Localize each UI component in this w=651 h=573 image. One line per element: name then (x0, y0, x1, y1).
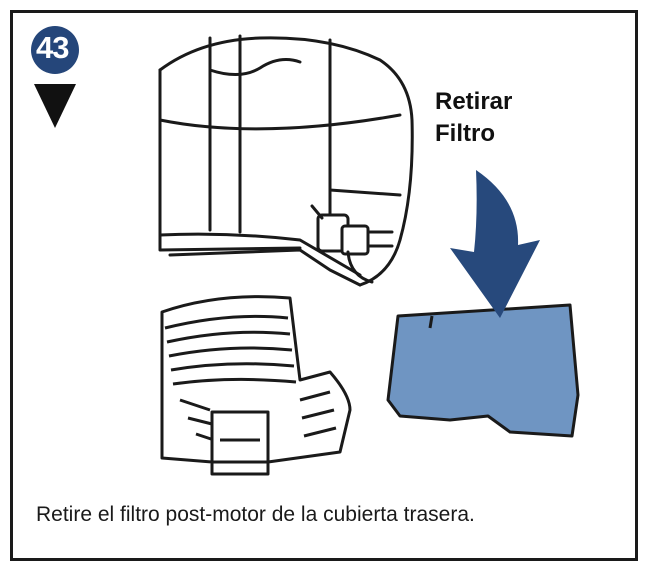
vacuum-body (158, 34, 414, 287)
callout-label: Retirar Filtro (435, 86, 512, 150)
post-motor-filter (386, 303, 580, 438)
filter-notch (428, 315, 434, 329)
callout-line-1: Retirar (435, 88, 513, 115)
callout-line-2: Filtro (435, 120, 495, 147)
step-number: 43 (36, 30, 69, 65)
curved-down-arrow-icon (450, 170, 540, 318)
step-badge (31, 26, 79, 128)
instruction-caption: Retire el filtro post-motor de la cubier… (36, 503, 475, 526)
step-down-arrow-icon (34, 84, 76, 128)
rear-cover (160, 295, 352, 476)
step-circle (31, 26, 79, 74)
